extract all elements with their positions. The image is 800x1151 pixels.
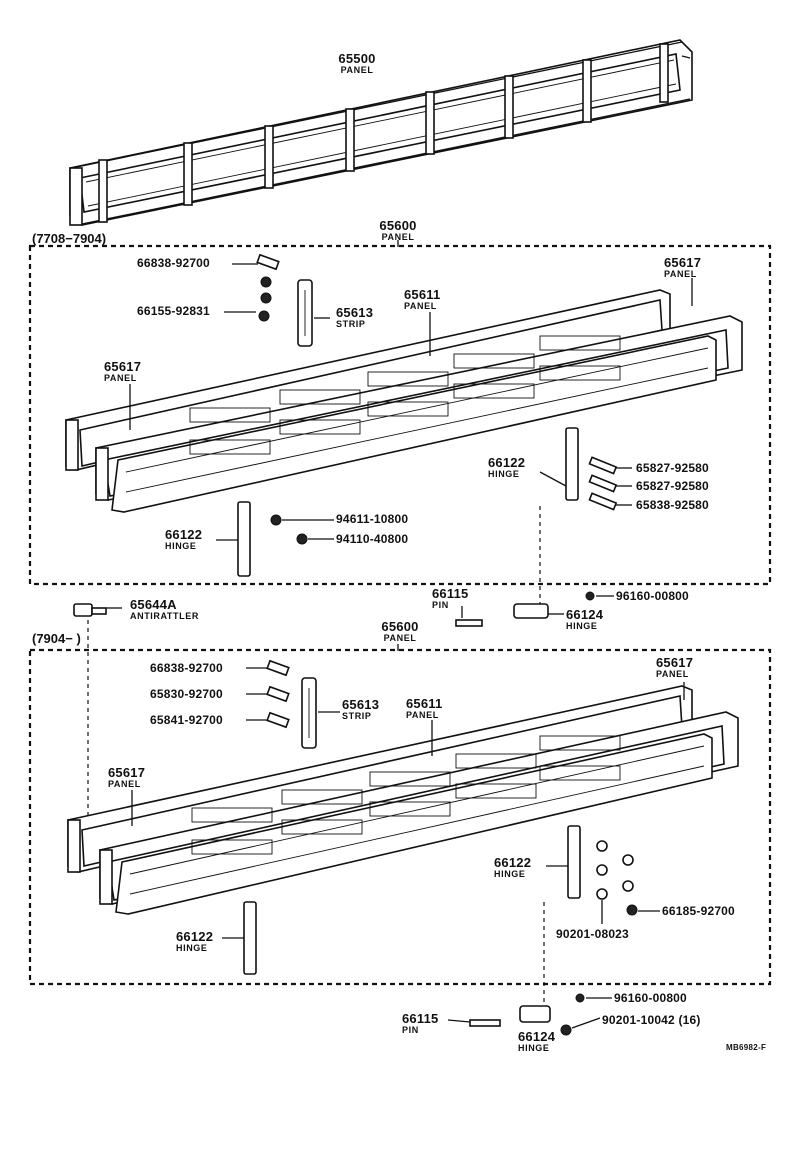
right-hinge-label: 66122 HINGE [494,856,531,879]
left-panel-label: 65617 PANEL [104,360,141,383]
middle-hardware [73,591,614,820]
part-number: 65611 [406,696,443,711]
left-hinge-label: 66122 HINGE [165,528,202,551]
bolt-label: 65827-92580 [636,479,709,493]
part-number: 65613 [336,305,374,320]
part-name: PANEL [404,301,437,311]
part-number: 65617 [104,359,142,374]
section1-hardware [129,253,693,610]
part-name: PANEL [108,779,141,789]
strip-label: 65613 STRIP [342,698,379,721]
section2-border [28,648,772,986]
drawing-code: MB6982-F [726,1043,767,1052]
part-number: 66115 [432,586,469,601]
part-name: PANEL [340,65,374,75]
hinge-label: 66124 HINGE [518,1030,555,1053]
bolt-label: 65830-92700 [150,687,223,701]
nut-label: 66185-92700 [662,904,735,918]
section1-assembly-label: 65600 PANEL [379,219,416,242]
part-name: PIN [402,1025,419,1035]
part-number: 66124 [566,607,604,622]
antirattler-label: 65644A ANTIRATTLER [130,598,199,621]
section2-panels [67,685,739,915]
strip-label: 65613 STRIP [336,306,373,329]
part-number: 66122 [488,455,526,470]
part-name: PIN [432,600,449,610]
part-name: HINGE [488,469,520,479]
section2-hardware [131,659,685,1010]
part-name: HINGE [518,1043,550,1053]
part-number: 66115 [402,1011,439,1026]
hinge-label: 66124 HINGE [566,608,603,631]
bottom-hardware [447,993,612,1036]
part-name: HINGE [494,869,526,879]
part-name: STRIP [342,711,372,721]
nut-label: 66155-92831 [137,304,210,318]
center-panel-label: 65611 PANEL [404,288,440,311]
part-name: PANEL [381,232,415,242]
part-name: PANEL [383,633,417,643]
right-hinge-label: 66122 HINGE [488,456,525,479]
part-number: 65500 [338,51,376,66]
nut-label: 94110-40800 [336,532,409,546]
section2-assembly-label: 65600 PANEL [381,620,418,643]
part-number: 66122 [165,527,203,542]
bolt-label: 65841-92700 [150,713,223,727]
right-panel-label: 65617 PANEL [664,256,701,279]
part-number: 65613 [342,697,380,712]
section1-border [28,244,772,586]
part-number: 65644A [130,597,177,612]
part-name: HINGE [165,541,197,551]
right-panel-label: 65617 PANEL [656,656,693,679]
nut-label: 96160-00800 [614,991,687,1005]
bolt-label: 65838-92580 [636,498,709,512]
top-panel-drawing [69,39,693,226]
section1-panels [65,289,743,513]
bolt-label: 66838-92700 [137,256,210,270]
part-name: HINGE [566,621,598,631]
part-name: ANTIRATTLER [130,611,199,621]
part-name: HINGE [176,943,208,953]
part-number: 65600 [379,218,417,233]
section2-range: (7904− ) [32,631,81,646]
nut-label: 94611-10800 [336,512,409,526]
bolt-label: 65827-92580 [636,461,709,475]
part-name: PANEL [104,373,137,383]
nut-label: 90201-08023 [556,927,629,941]
part-number: 65617 [108,765,146,780]
top-panel-label: 65500 PANEL [338,52,375,75]
part-name: PANEL [664,269,697,279]
washer-label: 90201-10042 (16) [602,1013,701,1027]
part-number: 65600 [381,619,419,634]
section1-range: (7708−7904) [32,231,107,246]
part-number: 65611 [404,287,441,302]
part-name: PANEL [656,669,689,679]
left-panel-label: 65617 PANEL [108,766,145,789]
part-name: STRIP [336,319,366,329]
pin-label: 66115 PIN [432,587,468,610]
bolt-label: 66838-92700 [150,661,223,675]
center-panel-label: 65611 PANEL [406,697,442,720]
left-hinge-label: 66122 HINGE [176,930,213,953]
part-number: 66122 [494,855,532,870]
part-number: 65617 [664,255,702,270]
part-number: 66124 [518,1029,556,1044]
nut-label: 96160-00800 [616,589,689,603]
part-name: PANEL [406,710,439,720]
part-number: 65617 [656,655,694,670]
part-number: 66122 [176,929,214,944]
pin-label: 66115 PIN [402,1012,438,1035]
